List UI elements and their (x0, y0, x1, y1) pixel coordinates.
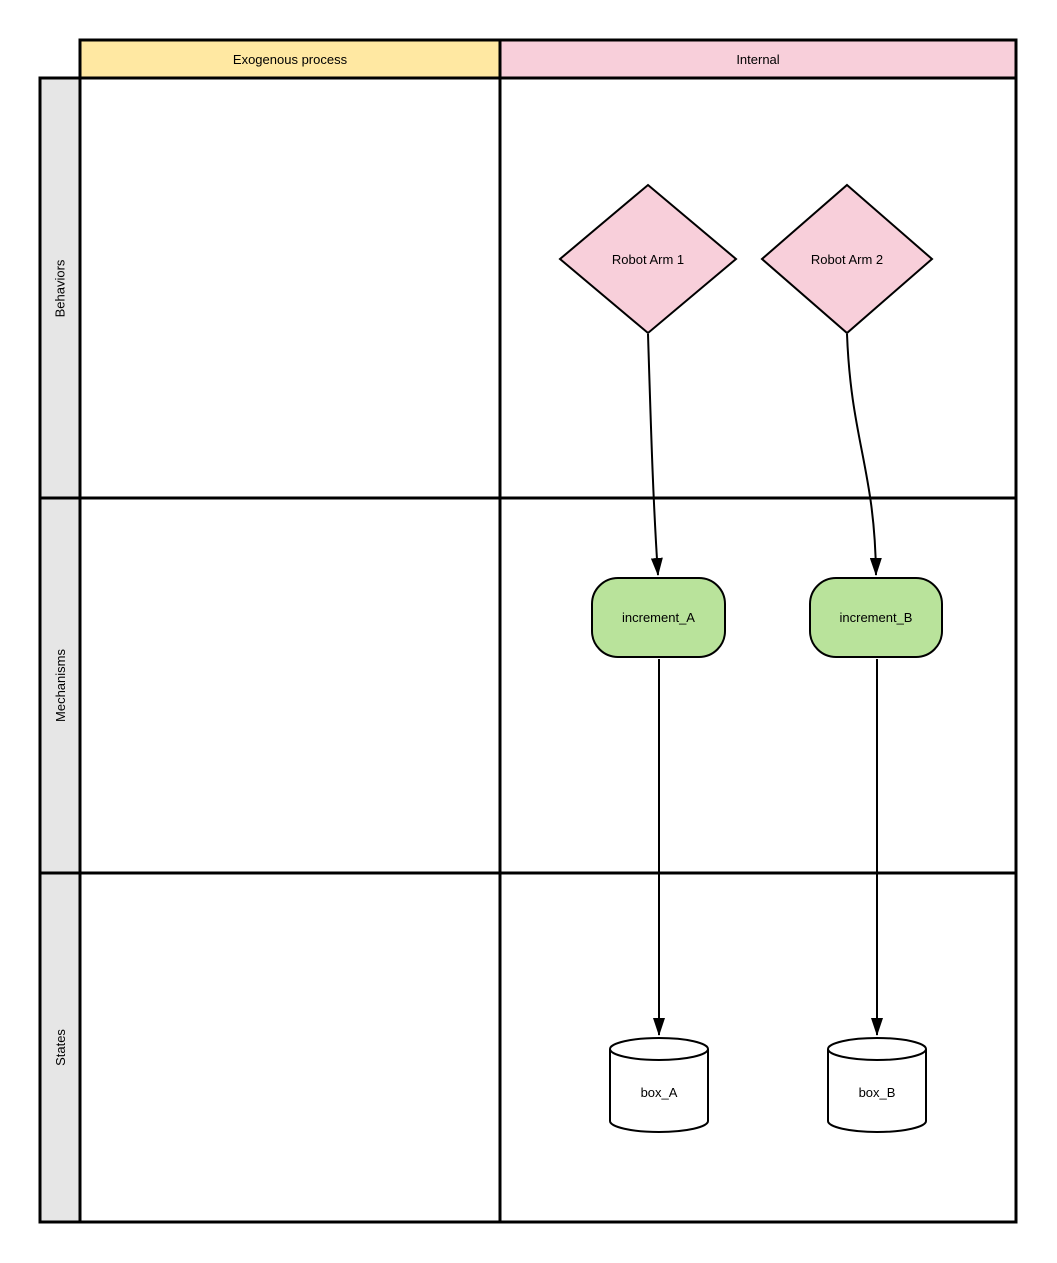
cell-mechanisms-exogenous (78, 496, 502, 875)
row-header-cell-states (38, 871, 82, 1224)
cell-states-internal (498, 871, 1018, 1224)
cell-behaviors-internal (498, 76, 1018, 500)
edge-robot-arm-2-to-increment-b (846, 333, 882, 576)
header-cell-internal (498, 38, 1018, 80)
row-header-mechanisms-label: Mechanisms (52, 649, 68, 722)
header-cell-exogenous-process (78, 38, 502, 80)
node-robot-arm-1-diamond (558, 183, 738, 335)
row-header-mechanisms: Mechanisms (40, 498, 80, 873)
cell-states-exogenous (78, 871, 502, 1224)
node-box-b-cylinder (827, 1037, 927, 1133)
edge-robot-arm-1-to-increment-a (647, 333, 663, 576)
row-header-behaviors-label: Behaviors (52, 259, 68, 317)
row-header-behaviors: Behaviors (40, 78, 80, 498)
cell-mechanisms-internal (498, 496, 1018, 875)
cell-behaviors-exogenous (78, 76, 502, 500)
node-box-a-cylinder (609, 1037, 709, 1133)
row-header-states-label: States (52, 1029, 68, 1066)
node-robot-arm-2-diamond (760, 183, 934, 335)
row-header-states: States (40, 873, 80, 1222)
node-increment-b-rounded-rect (809, 577, 943, 658)
node-increment-a-rounded-rect (591, 577, 726, 658)
